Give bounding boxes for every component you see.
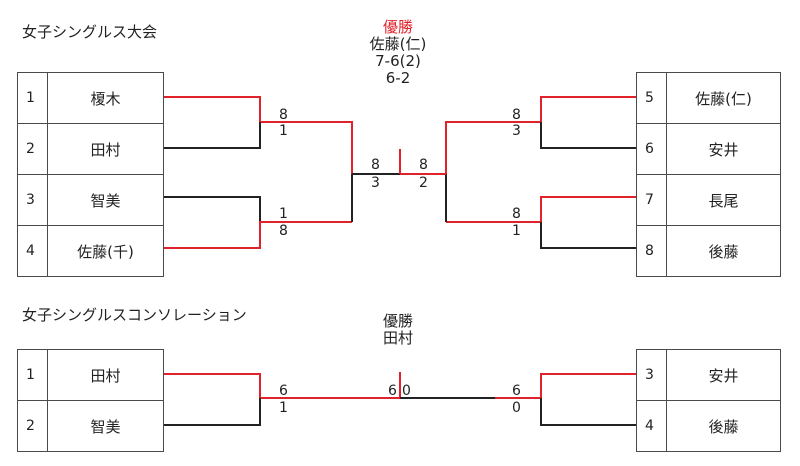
score-left-m1-top: 8	[279, 107, 288, 123]
player-name: 佐藤(仁)	[666, 72, 781, 124]
main-champion-block: 優勝 佐藤(仁) 7-6(2) 6-2	[343, 19, 453, 87]
player-seed: 6	[636, 123, 667, 175]
player-seed: 5	[636, 72, 667, 124]
consolation-final-score-left: 6	[388, 383, 397, 399]
player-row: 3 安井	[636, 349, 781, 401]
player-seed: 2	[17, 400, 48, 452]
bracket-line-loser	[164, 196, 261, 222]
bracket-line-winner	[495, 373, 636, 399]
score-semifinal-left-top: 8	[371, 157, 380, 173]
main-right-player-table: 5 佐藤(仁) 6 安井 7 長尾 8 後藤	[636, 72, 781, 277]
consolation-score-right-bottom: 0	[512, 400, 521, 416]
main-bracket-title: 女子シングルス大会	[22, 23, 158, 41]
score-semifinal-right-bottom: 2	[419, 175, 428, 191]
bracket-line-winner	[446, 196, 636, 223]
player-row: 6 安井	[636, 123, 781, 175]
score-left-m2-bottom: 8	[279, 223, 288, 239]
player-name: 智美	[47, 400, 164, 452]
player-seed: 4	[636, 400, 667, 452]
main-champion-name: 佐藤(仁)	[369, 35, 427, 53]
consolation-score-right-top: 6	[512, 383, 521, 399]
score-semifinal-left-bottom: 3	[371, 175, 380, 191]
player-row: 1 田村	[17, 349, 164, 401]
score-right-m2-bottom: 1	[512, 223, 521, 239]
consolation-champion-label: 優勝	[382, 312, 413, 330]
consolation-score-left-top: 6	[279, 383, 288, 399]
consolation-right-player-table: 3 安井 4 後藤	[636, 349, 781, 452]
consolation-score-left-bottom: 1	[279, 400, 288, 416]
player-row: 2 智美	[17, 400, 164, 452]
score-right-m1-bottom: 3	[512, 123, 521, 139]
player-name: 安井	[666, 349, 781, 401]
bracket-line-loser	[540, 398, 636, 426]
player-row: 5 佐藤(仁)	[636, 72, 781, 124]
main-final-score-2: 6-2	[385, 69, 411, 87]
consolation-final-score-right: 0	[402, 383, 411, 399]
player-seed: 1	[17, 72, 48, 124]
player-name: 長尾	[666, 174, 781, 226]
main-champion-label: 優勝	[382, 18, 413, 36]
player-seed: 7	[636, 174, 667, 226]
player-name: 安井	[666, 123, 781, 175]
player-row: 7 長尾	[636, 174, 781, 226]
player-name: 智美	[47, 174, 164, 226]
player-name: 佐藤(千)	[47, 225, 164, 277]
consolation-champion-block: 優勝 田村	[343, 313, 453, 347]
consolation-bracket-title: 女子シングルスコンソレーション	[22, 306, 247, 324]
player-row: 4 佐藤(千)	[17, 225, 164, 277]
player-seed: 3	[636, 349, 667, 401]
player-row: 8 後藤	[636, 225, 781, 277]
score-left-m1-bottom: 1	[279, 123, 288, 139]
player-row: 3 智美	[17, 174, 164, 226]
bracket-line-loser	[540, 122, 636, 149]
consolation-left-player-table: 1 田村 2 智美	[17, 349, 164, 452]
score-semifinal-right-top: 8	[419, 157, 428, 173]
bracket-line-winner	[164, 221, 352, 249]
bracket-line-loser	[540, 222, 636, 249]
bracket-line-winner	[164, 373, 400, 399]
bracket-line-loser	[164, 398, 261, 426]
player-name: 後藤	[666, 400, 781, 452]
player-name: 田村	[47, 349, 164, 401]
player-name: 後藤	[666, 225, 781, 277]
main-left-player-table: 1 榎木 2 田村 3 智美 4 佐藤(千)	[17, 72, 164, 277]
score-left-m2-top: 1	[279, 206, 288, 222]
player-seed: 2	[17, 123, 48, 175]
bracket-line-loser	[164, 122, 261, 149]
consolation-champion-name: 田村	[382, 329, 413, 347]
main-final-score-1: 7-6(2)	[375, 52, 421, 70]
player-row: 4 後藤	[636, 400, 781, 452]
score-right-m1-top: 8	[512, 107, 521, 123]
score-right-m2-top: 8	[512, 206, 521, 222]
